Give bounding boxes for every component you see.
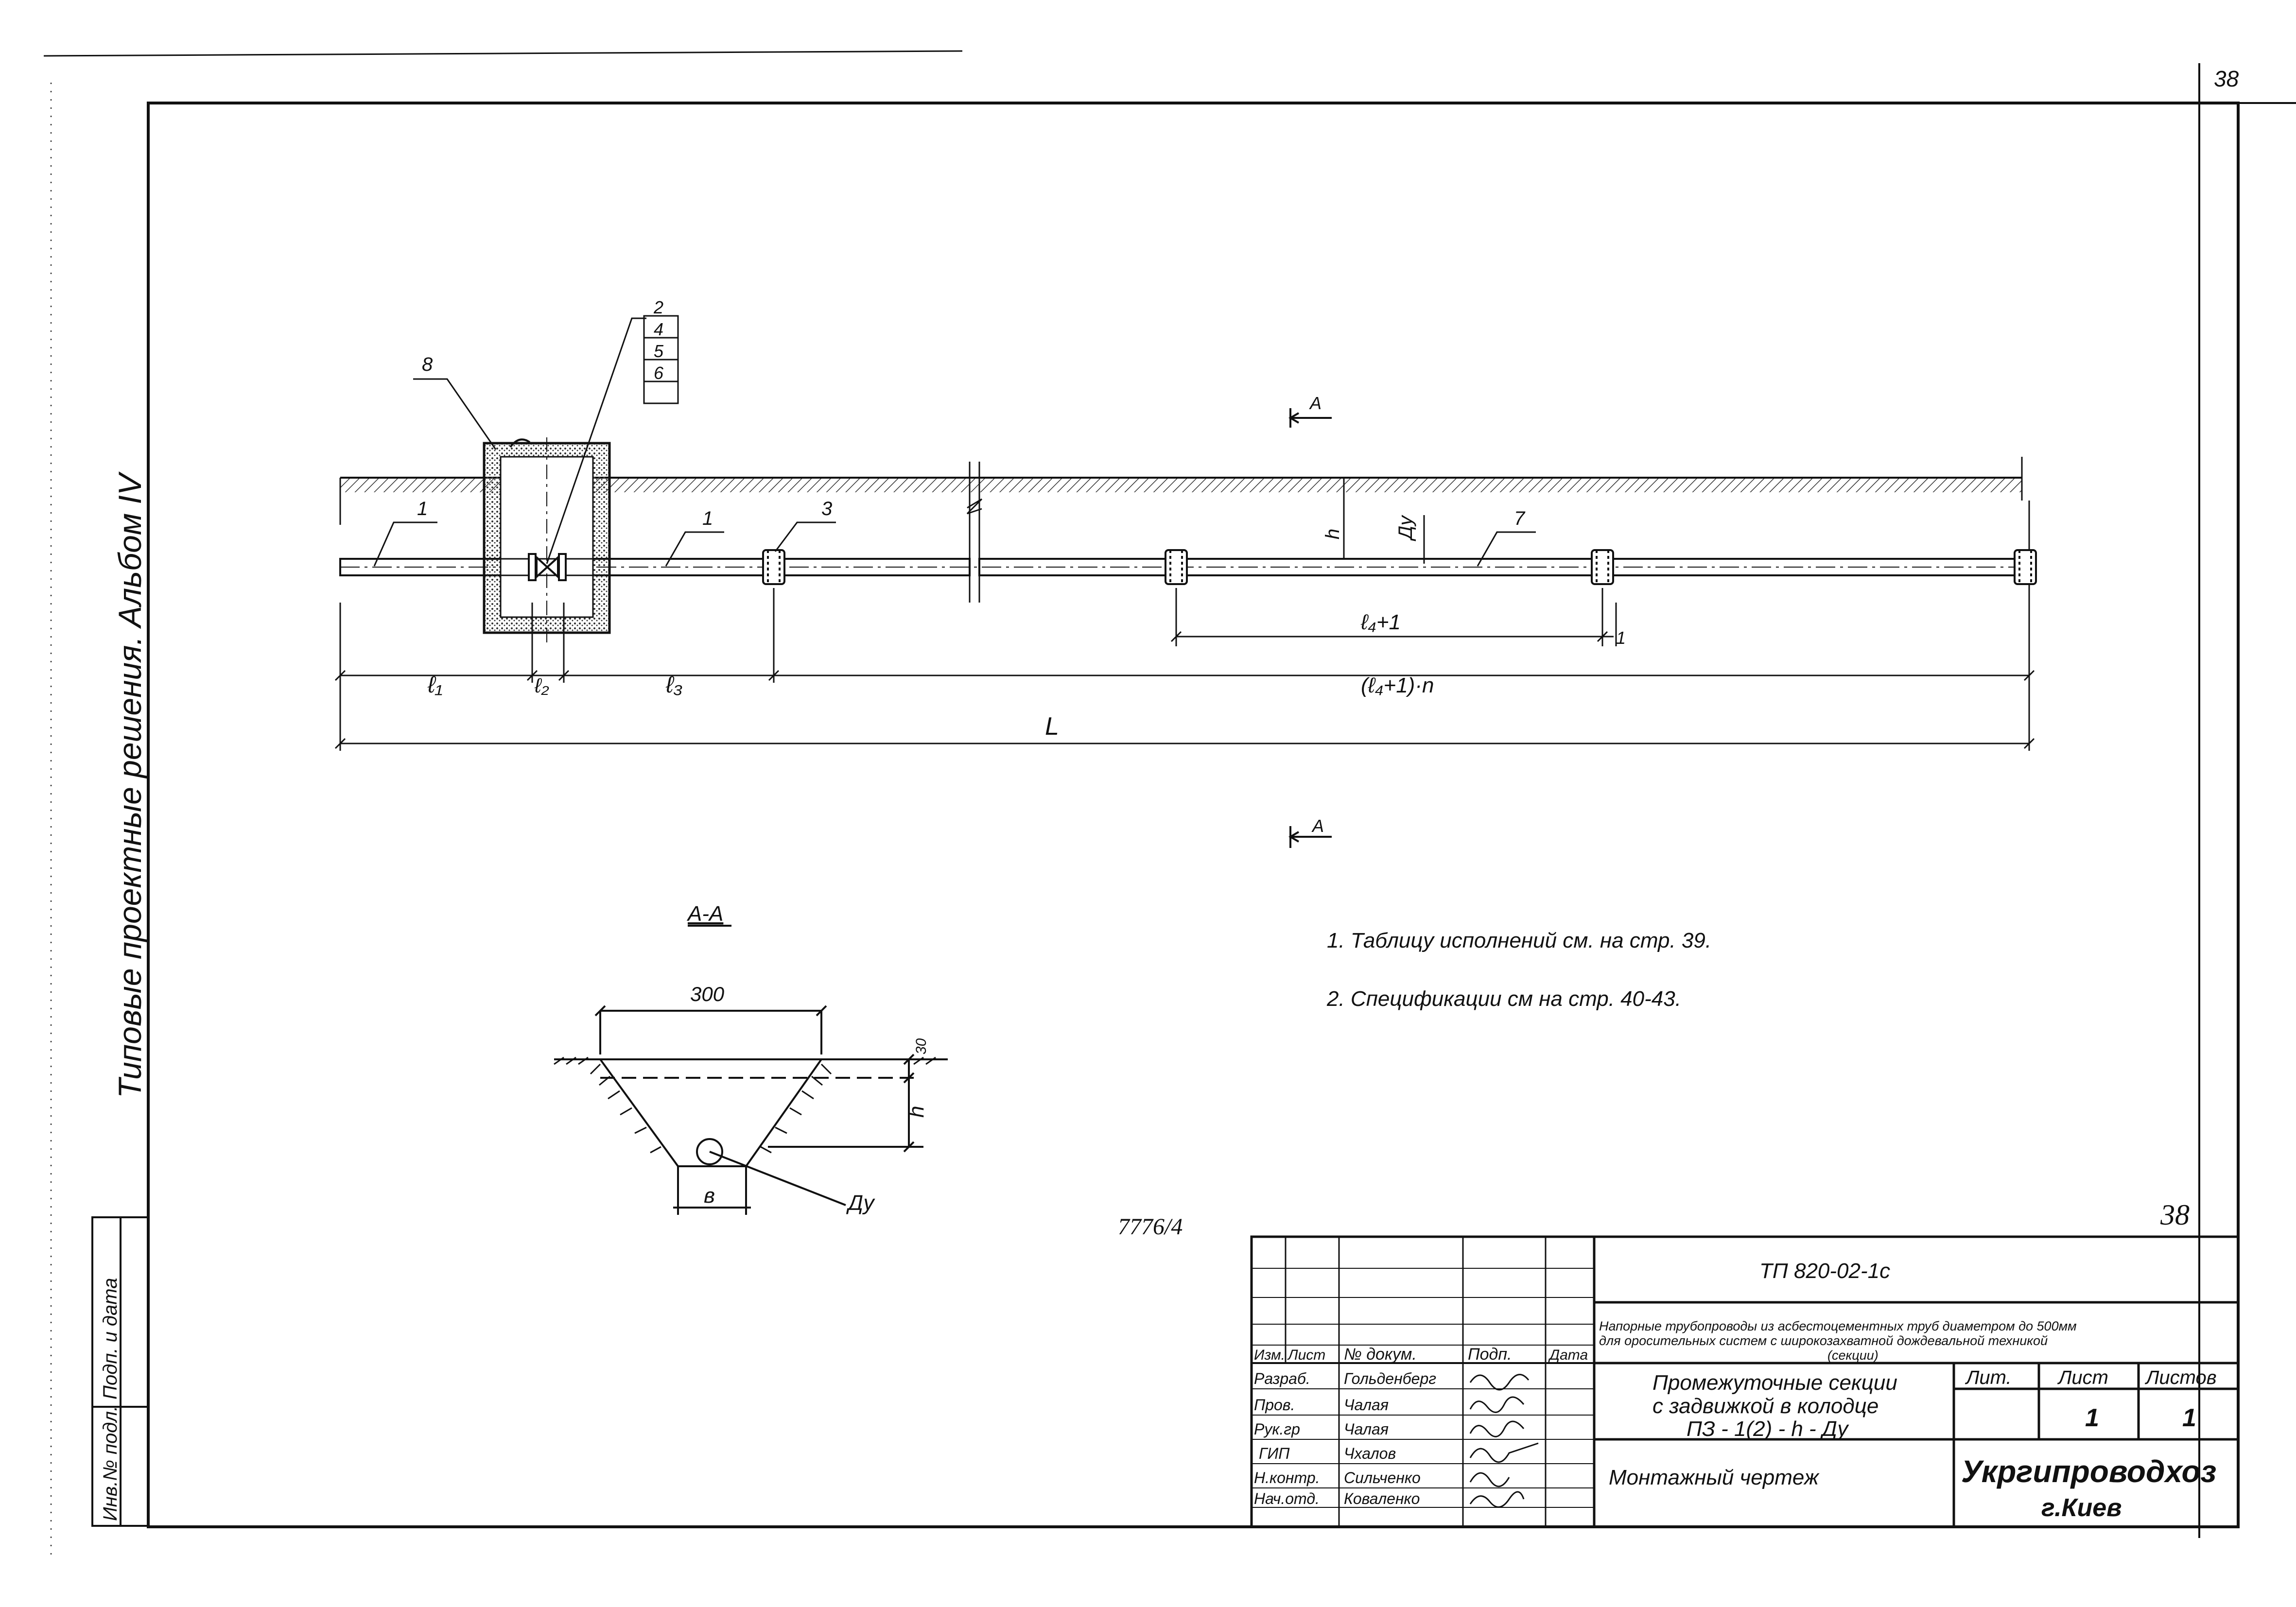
page-number: 38 (2214, 66, 2239, 91)
section-b: в (704, 1184, 715, 1208)
coupling-1 (762, 549, 785, 585)
coupling-3 (1591, 549, 1614, 585)
sheet-stamp-number: 38 (2160, 1199, 2190, 1231)
callout-1b: 1 (702, 508, 713, 529)
signature-marks (1469, 1374, 1539, 1508)
gate-valve (528, 553, 567, 581)
section-h: h (904, 1106, 928, 1118)
callout-4: 4 (654, 319, 663, 339)
callout-leaders (373, 315, 1536, 567)
organization-name: Укргипроводхоз (1961, 1454, 2216, 1489)
left-strip (91, 1216, 149, 1527)
role-3: ГИП (1259, 1445, 1290, 1462)
callout-6: 6 (654, 363, 664, 383)
sheet-frame (43, 50, 2296, 1555)
col-header-doc: № докум. (1344, 1345, 1417, 1364)
note-2: 2. Спецификации см на стр. 40-43. (1326, 987, 1681, 1011)
trench-section (554, 1005, 948, 1215)
role-4: Н.контр. (1254, 1469, 1320, 1486)
role-1: Пров. (1254, 1396, 1295, 1414)
name-5: Коваленко (1344, 1490, 1420, 1507)
callout-2: 2 (653, 297, 663, 317)
title-line-3: ПЗ - 1(2) - h - Ду (1687, 1417, 1849, 1441)
note-1: 1. Таблицу исполнений см. на стр. 39. (1327, 929, 1711, 952)
lit-label: Лит. (1965, 1367, 2012, 1388)
sheets-value: 1 (2182, 1404, 2196, 1432)
dim-h: h (1322, 529, 1343, 539)
ground-surface (339, 457, 2023, 525)
col-header-list: Лист (1287, 1347, 1325, 1363)
section-marker-bottom-label: A (1311, 816, 1324, 836)
role-0: Разраб. (1254, 1370, 1310, 1387)
title-block (1250, 1235, 2240, 1528)
break-line (966, 462, 983, 603)
name-3: Чхалов (1344, 1445, 1396, 1462)
name-4: Сильченко (1344, 1469, 1421, 1486)
name-0: Гольденберг (1344, 1370, 1436, 1387)
callout-8: 8 (422, 354, 433, 375)
dim-l4-plus-1: ℓ₄+1 (1360, 610, 1401, 634)
coupling-2 (1165, 549, 1188, 585)
section-title: А-А (686, 902, 723, 926)
organization-city: г.Киев (2041, 1494, 2122, 1522)
left-strip-sign: Подп. и дата (100, 1278, 121, 1400)
name-1: Чалая (1344, 1396, 1389, 1414)
drawing-subtitle: Монтажный чертеж (1609, 1466, 1820, 1489)
section-depth: 30 (913, 1038, 929, 1054)
callout-1-small: 1 (1616, 628, 1626, 648)
doc-code: ТП 820-02-1с (1759, 1259, 1890, 1283)
col-header-sign: Подп. (1468, 1345, 1512, 1364)
sheet-label: Лист (2057, 1367, 2108, 1388)
desc-line-2: для оросительных систем с широкозахватно… (1599, 1333, 2048, 1348)
dim-l1: ℓ₁ (427, 672, 443, 698)
dim-l2: ℓ₂ (534, 674, 549, 697)
dim-l4-plus-1-n: (ℓ₄+1)·n (1361, 674, 1434, 697)
callout-7: 7 (1514, 508, 1526, 529)
desc-line-1: Напорные трубопроводы из асбестоцементны… (1599, 1319, 2077, 1333)
dim-total-length: L (1045, 712, 1059, 741)
section-du: Ду (846, 1191, 875, 1215)
valve-well (483, 437, 611, 646)
left-strip-inv: Инв.№ подл. (100, 1406, 121, 1521)
desc-line-3: (секции) (1827, 1348, 1879, 1363)
side-title: Типовые проектные решения. Альбом IV (112, 471, 148, 1098)
section-width: 300 (690, 983, 725, 1005)
callout-5: 5 (654, 341, 664, 361)
section-marker-top-label: A (1309, 393, 1322, 413)
sheets-label: Листов (2144, 1367, 2217, 1388)
depth-marks (1343, 479, 1425, 564)
dimension-lines (334, 588, 2035, 751)
section-marker-top (1288, 408, 1332, 428)
section-marker-bottom (1288, 826, 1332, 848)
dim-du: Ду (1395, 514, 1416, 541)
col-header-izm: Изм. (1254, 1347, 1285, 1363)
name-2: Чалая (1344, 1420, 1389, 1438)
callout-3: 3 (821, 498, 832, 519)
coupling-4 (2014, 549, 2037, 585)
role-5: Нач.отд. (1254, 1490, 1320, 1507)
dim-l3: ℓ₃ (665, 672, 683, 698)
title-line-2: с задвижкой в колодце (1652, 1394, 1879, 1418)
callout-1a: 1 (417, 498, 428, 519)
role-2: Рук.гр (1254, 1420, 1300, 1438)
col-header-date: Дата (1548, 1347, 1588, 1363)
archive-number: 7776/4 (1118, 1214, 1183, 1240)
sheet-value: 1 (2085, 1404, 2099, 1432)
title-line-1: Промежуточные секции (1652, 1371, 1897, 1395)
